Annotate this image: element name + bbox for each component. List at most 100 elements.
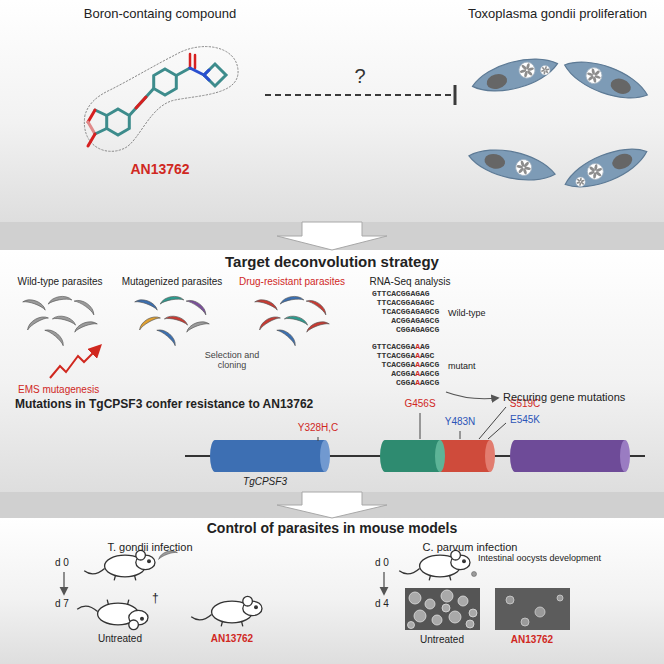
host-cells [466, 51, 652, 197]
mutated-base: A [415, 378, 420, 387]
oocyst-micrographs [466, 620, 474, 628]
annotation-label: G456S [404, 398, 435, 410]
molecule-structure [84, 47, 238, 152]
molecule-structure [194, 55, 197, 68]
host-cells [560, 53, 652, 108]
mutated-base: A [415, 351, 420, 360]
protein-domain-map [515, 440, 625, 472]
mouse-models [77, 600, 148, 630]
host-cells [584, 65, 605, 86]
label-slot: Mutagenized parasites [122, 276, 223, 288]
drug-resistant-parasites [277, 326, 299, 346]
label-slot: TTCACGGAGAGC [377, 299, 435, 307]
label-slot: AN13762 [511, 634, 553, 646]
oocyst-micrographs [405, 588, 570, 630]
label-slot: CGGAGAGCG [396, 326, 439, 334]
label-slot: † [152, 592, 159, 606]
label-slot: Untreated [98, 633, 142, 645]
annotation-label: d 0 [375, 557, 389, 569]
molecule-structure [176, 68, 190, 76]
wild-type-parasites [23, 295, 98, 346]
sequence-read: TCACGGAAAGCG [382, 361, 440, 369]
mouse-models [472, 572, 477, 577]
read-bases: AGCG [420, 360, 439, 369]
molecule-structure [129, 89, 153, 116]
oocyst-micrographs [432, 615, 442, 625]
label-slot: mutant [448, 361, 476, 371]
drug-resistant-parasites [255, 295, 330, 346]
drug-resistant-parasites [284, 314, 309, 325]
mutated-base: A [415, 342, 420, 351]
host-cells [469, 51, 561, 99]
label-slot: Recuring gene mutations [503, 391, 625, 404]
protein-domain-map [460, 431, 461, 439]
annotation-label: Wild-type [448, 308, 486, 318]
molecule-structure [88, 122, 95, 134]
cell-culture-box: Toxoplasma gondii proliferation [455, 6, 660, 216]
mutagenized-parasites [164, 314, 189, 325]
mouse-models [383, 572, 384, 594]
oocyst-micrographs [449, 611, 461, 623]
host-cells [485, 72, 509, 91]
label-slot: E545K [510, 414, 540, 426]
sequence-read: ACGGAAAGCG [391, 370, 439, 378]
mutagenesis-squiggle [50, 346, 100, 378]
oocyst-micrographs [441, 590, 453, 602]
oocyst-micrographs [408, 590, 478, 629]
molecule-structure [95, 129, 107, 135]
oocyst-micrographs [535, 607, 545, 617]
molecule-structure [107, 109, 130, 135]
read-bases: CGGA [396, 378, 415, 387]
label-slot: ACGGAAAGCG [391, 370, 439, 378]
connectors [265, 95, 455, 518]
protein-domain-map [185, 407, 645, 472]
read-bases: GTTCACGGA [372, 342, 415, 351]
wild-type-parasites [47, 295, 72, 304]
drug-resistant-parasites [306, 297, 329, 315]
compound-name: AN13762 [130, 161, 189, 178]
annotation-label: Intestinal oocysts development [478, 553, 608, 563]
mouse-models [84, 550, 155, 580]
mutagenized-parasites [137, 313, 160, 330]
annotation-label: C. parvum infection [423, 541, 518, 554]
annotation-label: AN13762 [211, 633, 253, 645]
label-slot: Y328H,C [298, 422, 339, 434]
label-slot: Wild-type [448, 308, 486, 318]
host-cells [469, 51, 561, 99]
annotation-label: Mutagenized parasites [122, 276, 223, 288]
mutated-base: A [415, 360, 420, 369]
oocyst-micrographs [408, 622, 415, 629]
annotation-label: d 4 [375, 598, 389, 610]
mouse-models [399, 550, 470, 580]
label-slot: C. parvum infection [423, 541, 518, 554]
protein-domain-map [435, 440, 445, 472]
read-bases: ACGGA [391, 369, 415, 378]
annotation-label: Recuring gene mutations [503, 391, 625, 404]
label-slot: T. gondii infection [108, 541, 193, 554]
protein-domain-map [479, 407, 506, 439]
mutagenized-parasites [186, 297, 209, 315]
annotation-label: mutant [448, 361, 476, 371]
read-bases: AG [420, 342, 430, 351]
protein-domain-map [420, 413, 421, 439]
label-slot: GTTCACGGAAAG [372, 343, 430, 351]
molecule-structure [84, 47, 238, 152]
mutagenized-parasites [159, 295, 184, 304]
protein-domain-map [488, 423, 506, 439]
read-bases: TTCACGGA [377, 351, 415, 360]
annotation-label: T. gondii infection [108, 541, 193, 554]
mutagenized-parasites [135, 297, 159, 310]
host-cells [585, 161, 606, 182]
result-arrow [446, 392, 498, 399]
label-slot: TCACGGAAAGCG [382, 361, 440, 369]
host-cells [483, 152, 506, 170]
label-slot: Intestinal oocysts development [478, 553, 608, 563]
label-slot: TCACGGAGAGCG [382, 308, 440, 316]
annotation-label: Wild-type parasites [17, 276, 102, 288]
read-bases: AGCG [420, 369, 439, 378]
read-bases: AGCG [420, 378, 439, 387]
label-slot: AN13762 [211, 633, 253, 645]
sequence-read: CGGAAAGCG [396, 379, 439, 387]
